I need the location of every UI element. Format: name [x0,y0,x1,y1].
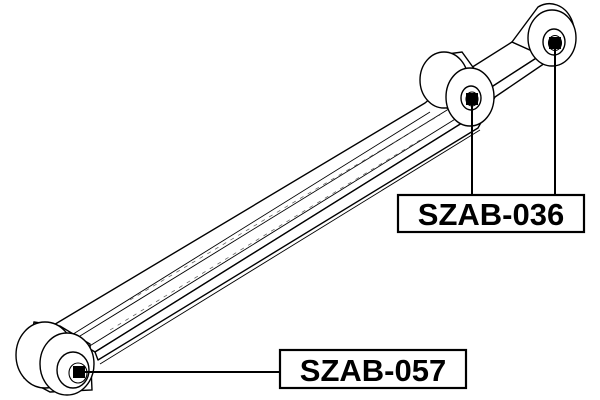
part-label-lower: SZAB-057 [278,348,468,390]
marker-lower-bushing [73,366,85,378]
arm-hidden-lines [109,114,441,331]
marker-mid-bushing [466,93,478,105]
part-label-upper: SZAB-036 [396,193,586,234]
marker-rear-bushing [549,37,561,49]
part-label-upper-box [396,193,586,234]
part-number-upper: SZAB-036 [418,197,564,232]
leader-markers [73,37,561,378]
part-label-lower-box [278,348,468,390]
part-number-lower: SZAB-057 [300,353,446,388]
arm-edge-lines [69,106,481,365]
